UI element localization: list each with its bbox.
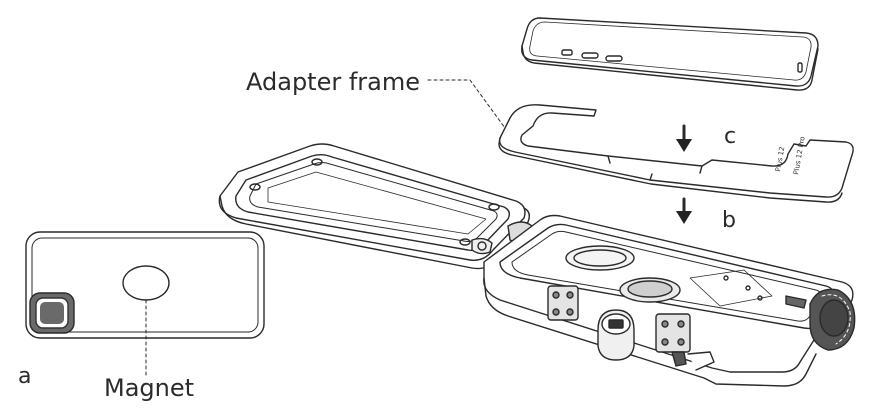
case-lid [218, 143, 535, 270]
arrow-c [676, 124, 692, 152]
phone-switch [561, 49, 573, 56]
adapter-frame: Plus 12 Plus 12 Pro [498, 104, 854, 203]
phone-back [25, 231, 265, 339]
arrow-b [676, 197, 692, 224]
case-base [483, 214, 856, 387]
step-a-label: a [18, 364, 32, 389]
adapter-frame-label: Adapter frame [246, 68, 421, 96]
adapter-frame-leader [427, 79, 506, 129]
mount-clip-left [547, 285, 579, 321]
step-c-label: c [724, 124, 737, 149]
magnet-label: Magnet [104, 374, 195, 402]
step-b-label: b [722, 208, 736, 233]
volume-down-button [605, 55, 623, 62]
smartphone [521, 17, 819, 91]
magnet-disc [122, 265, 170, 301]
volume-up-button [581, 52, 599, 59]
mount-clip-right [655, 313, 691, 353]
